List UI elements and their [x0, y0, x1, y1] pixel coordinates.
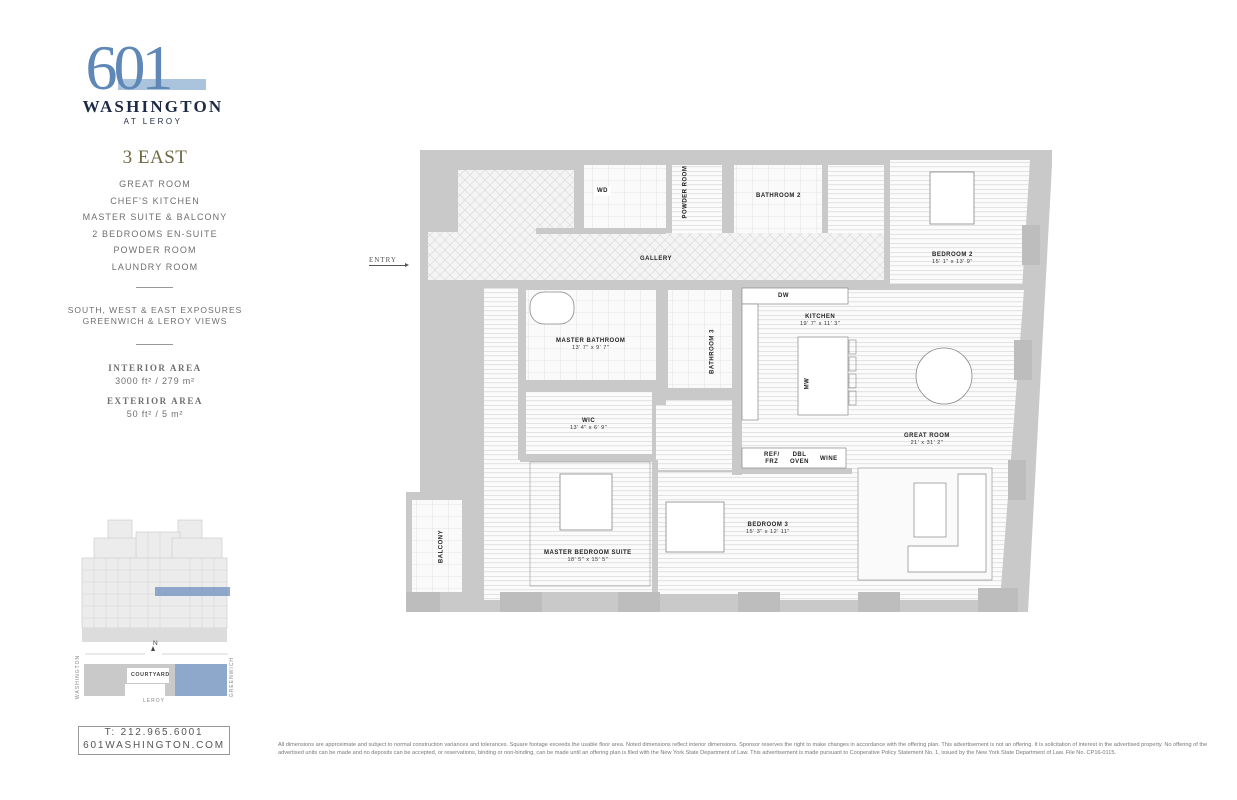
interior-walls	[428, 160, 1024, 600]
logo-number: 601	[85, 32, 174, 103]
bedroom-2-closet	[828, 165, 888, 233]
bath-3-floor	[668, 290, 732, 388]
entry-arrow-icon	[369, 263, 409, 267]
phone-number[interactable]: T: 212.965.6001	[104, 727, 204, 738]
coffee-table	[913, 482, 947, 538]
exterior-area-label: EXTERIOR AREA	[106, 396, 204, 406]
closet-floor	[656, 400, 732, 470]
building-elevation-and-key-plan	[81, 519, 230, 696]
feature-item: 2 BEDROOMS EN-SUITE	[92, 228, 218, 239]
laundry-floor	[584, 165, 666, 233]
unit-highlight	[155, 587, 230, 596]
gallery-floor	[428, 232, 888, 280]
contact-box: T: 212.965.6001 601WASHINGTON.COM	[78, 726, 230, 755]
kitchen-counters	[741, 287, 849, 469]
room-label-bathroom-2: BATHROOM 2	[756, 193, 801, 199]
room-label-balcony: BALCONY	[438, 529, 445, 564]
logo-wordmark: WASHINGTON	[82, 97, 224, 116]
logo-subtitle: AT LEROY	[123, 117, 183, 126]
feature-item: POWDER ROOM	[113, 245, 197, 255]
room-label-powder-room: POWDER ROOM	[682, 165, 689, 219]
stools	[848, 339, 857, 406]
dining-table	[915, 347, 973, 405]
appliance-ref-frz: REF/FRZ	[764, 452, 780, 465]
feature-item: GREAT ROOM	[119, 179, 191, 189]
window-piers	[406, 225, 1040, 612]
hall-floor	[484, 282, 520, 600]
entry-label: ENTRY	[369, 256, 397, 264]
unit-title: 3 EAST	[122, 147, 188, 168]
divider	[136, 287, 173, 288]
north-label: N	[153, 640, 158, 647]
divider	[136, 344, 173, 345]
room-label-bathroom-3: BATHROOM 3	[709, 329, 716, 374]
street-leroy: LEROY	[143, 698, 165, 704]
appliance-dw: DW	[778, 293, 789, 299]
feature-item: LAUNDRY ROOM	[111, 261, 199, 272]
bed-bedroom-3	[665, 501, 725, 553]
bedroom-2-floor	[890, 160, 1030, 290]
feature-item: MASTER SUITE & BALCONY	[82, 212, 228, 222]
sectional-sofa	[907, 473, 987, 573]
bathtub	[529, 291, 575, 325]
bed-bedroom-2	[929, 171, 975, 225]
interior-area-value: 3000 ft² / 279 m²	[115, 376, 195, 386]
interior-area-label: INTERIOR AREA	[108, 363, 202, 373]
legal-disclaimer: All dimensions are approximate and subje…	[278, 742, 1208, 756]
exterior-area-value: 50 ft² / 5 m²	[126, 409, 184, 419]
appliance-mw: MW	[804, 377, 811, 390]
wic-floor	[526, 392, 652, 454]
room-label-gallery: GALLERY	[640, 256, 672, 262]
website-link[interactable]: 601WASHINGTON.COM	[83, 739, 225, 751]
feature-item: CHEF'S KITCHEN	[110, 195, 200, 206]
bathroom-2-floor	[734, 165, 824, 233]
logo-accent-bar	[118, 79, 206, 90]
balcony-floor	[412, 500, 462, 592]
master-rug	[529, 461, 651, 587]
exposure-line: SOUTH, WEST & EAST EXPOSURES	[67, 305, 243, 315]
courtyard-label: COURTYARD	[131, 672, 170, 678]
powder-room-floor	[672, 165, 722, 233]
exposures: SOUTH, WEST & EAST EXPOSURES GREENWICH &…	[50, 305, 260, 327]
appliance-wine: WINE	[820, 456, 838, 462]
north-arrow-icon	[151, 646, 155, 651]
exposure-line: GREENWICH & LEROY VIEWS	[82, 316, 228, 326]
bed-master	[559, 473, 613, 531]
room-label-wd: WD	[594, 187, 611, 196]
feature-list: GREAT ROOM CHEF'S KITCHEN MASTER SUITE &…	[50, 176, 260, 275]
